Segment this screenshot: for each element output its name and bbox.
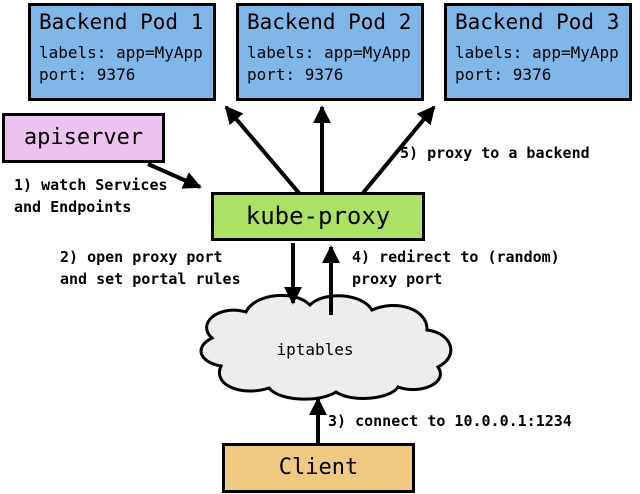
pod-title: Backend Pod 3 [455,10,620,34]
pod-port-line: port: 9376 [247,65,344,84]
pod-title: Backend Pod 1 [39,10,204,34]
annotation-line: 1) watch Services [14,176,168,194]
arrow-proxy-to-pod-3 [361,105,436,195]
annotation-line: proxy port [352,270,443,288]
annotation-step-4: 4) redirect to (random) proxy port [352,246,560,290]
client-box: Client [222,443,415,493]
pod-labels-line: labels: app=MyApp [247,43,411,62]
annotation-line: 2) open proxy port [60,248,223,266]
pod-port-line: port: 9376 [39,65,136,84]
arrow-watch-services [147,162,202,189]
apiserver-label: apiserver [23,125,144,150]
iptables-label: iptables [276,340,354,359]
annotation-line: 5) proxy to a backend [400,144,590,162]
annotation-line: 3) connect to 10.0.0.1:1234 [328,412,572,430]
annotation-line: and Endpoints [14,198,132,216]
annotation-step-5: 5) proxy to a backend [400,142,590,164]
kube-proxy-box: kube-proxy [211,192,425,241]
annotation-line: and set portal rules [60,270,241,288]
pod-labels-line: labels: app=MyApp [455,43,619,62]
client-label: Client [278,455,359,480]
annotation-step-1: 1) watch Services and Endpoints [14,174,168,218]
pod-labels-line: labels: app=MyApp [39,43,203,62]
kube-proxy-label: kube-proxy [245,202,391,230]
arrow-proxy-to-pod-1 [224,105,301,195]
backend-pod-1-box: Backend Pod 1 labels: app=MyApp port: 93… [28,3,216,101]
backend-pod-3-box: Backend Pod 3 labels: app=MyApp port: 93… [444,3,632,101]
pod-port-line: port: 9376 [455,65,552,84]
apiserver-box: apiserver [2,113,165,163]
pod-title: Backend Pod 2 [247,10,412,34]
annotation-step-2: 2) open proxy port and set portal rules [60,246,241,290]
annotation-line: 4) redirect to (random) [352,248,560,266]
backend-pod-2-box: Backend Pod 2 labels: app=MyApp port: 93… [236,3,424,101]
annotation-step-3: 3) connect to 10.0.0.1:1234 [328,410,572,432]
